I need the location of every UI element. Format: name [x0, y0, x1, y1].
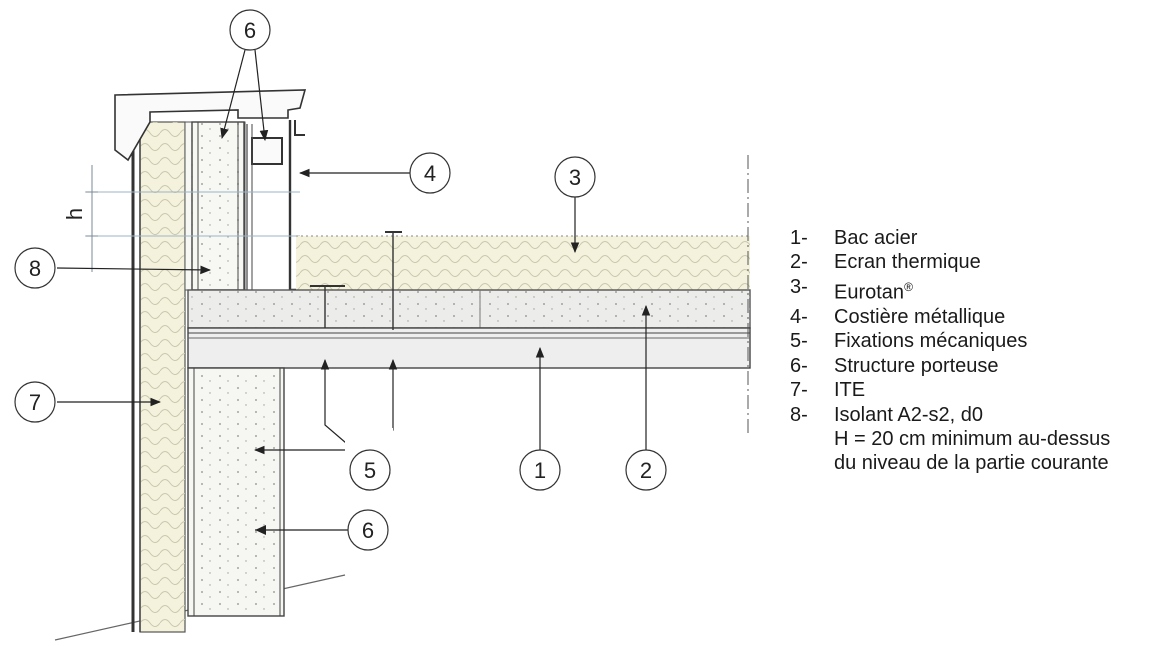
callout-8: 8 [14, 247, 56, 289]
callout-2: 2 [625, 449, 667, 491]
legend-item-8: 8- Isolant A2-s2, d0 [790, 403, 1170, 427]
legend-text: Bac acier [834, 227, 918, 249]
legend-number: 5- [790, 330, 808, 353]
callout-6-bottom [347, 429, 389, 471]
legend-number: 1- [790, 227, 808, 249]
coping-cap [114, 89, 307, 162]
registered-mark: ® [904, 279, 913, 294]
legend-item-2: 2- Ecran thermique [790, 250, 1170, 274]
legend-note-line-1: H = 20 cm minimum au-dessus [834, 427, 1111, 450]
legend-number: 2- [790, 251, 808, 274]
legend-item-1: 1- Bac acier [790, 226, 1170, 250]
svg-text:1: 1 [534, 458, 546, 483]
legend-number: 7- [790, 379, 808, 402]
legend-number: 3- [790, 275, 808, 298]
h-dimension-label: h [62, 208, 87, 220]
svg-text:8: 8 [29, 256, 41, 281]
callout-4: 4 [409, 152, 451, 194]
legend-number: 6- [790, 354, 808, 377]
callout-6-top: 6 [229, 9, 271, 51]
svg-text:6: 6 [244, 18, 256, 43]
callout-7: 7 [14, 381, 56, 423]
legend-note-line-2: du niveau de la partie courante [834, 452, 1109, 475]
leader-6-top-a [220, 49, 246, 140]
leader-8 [56, 265, 212, 275]
legend-item-4: 4- Costière métallique [790, 305, 1170, 329]
callout-3: 3 [554, 156, 596, 198]
legend-text: Structure porteuse [834, 354, 999, 377]
tube-section [251, 137, 283, 165]
legend-number: 8- [790, 403, 808, 426]
svg-text:3: 3 [569, 165, 581, 190]
legend-item-7: 7- ITE [790, 378, 1170, 402]
legend-text: Isolant A2-s2, d0 [834, 403, 983, 426]
legend-text: ITE [834, 379, 866, 402]
legend-text: Costière métallique [834, 305, 1006, 328]
svg-text:2: 2 [640, 458, 652, 483]
legend-item-6: 6- Structure porteuse [790, 354, 1170, 378]
legend-text: Fixations mécaniques [834, 330, 1028, 353]
legend-item-5: 5- Fixations mécaniques [790, 329, 1170, 353]
svg-text:7: 7 [29, 390, 41, 415]
legend-number: 4- [790, 305, 808, 328]
legend-text-wrap: Eurotan® [834, 275, 913, 305]
legend-text: Ecran thermique [834, 251, 981, 274]
callout-1: 1 [519, 449, 561, 491]
steel-deck [187, 327, 751, 369]
legend: 1- Bac acier 2- Ecran thermique 3- Eurot… [790, 226, 1170, 476]
legend-text: Eurotan [834, 281, 905, 304]
svg-text:4: 4 [424, 161, 436, 186]
legend-item-3: 3- Eurotan® [790, 275, 1170, 305]
leader-6-top-b [254, 49, 269, 142]
